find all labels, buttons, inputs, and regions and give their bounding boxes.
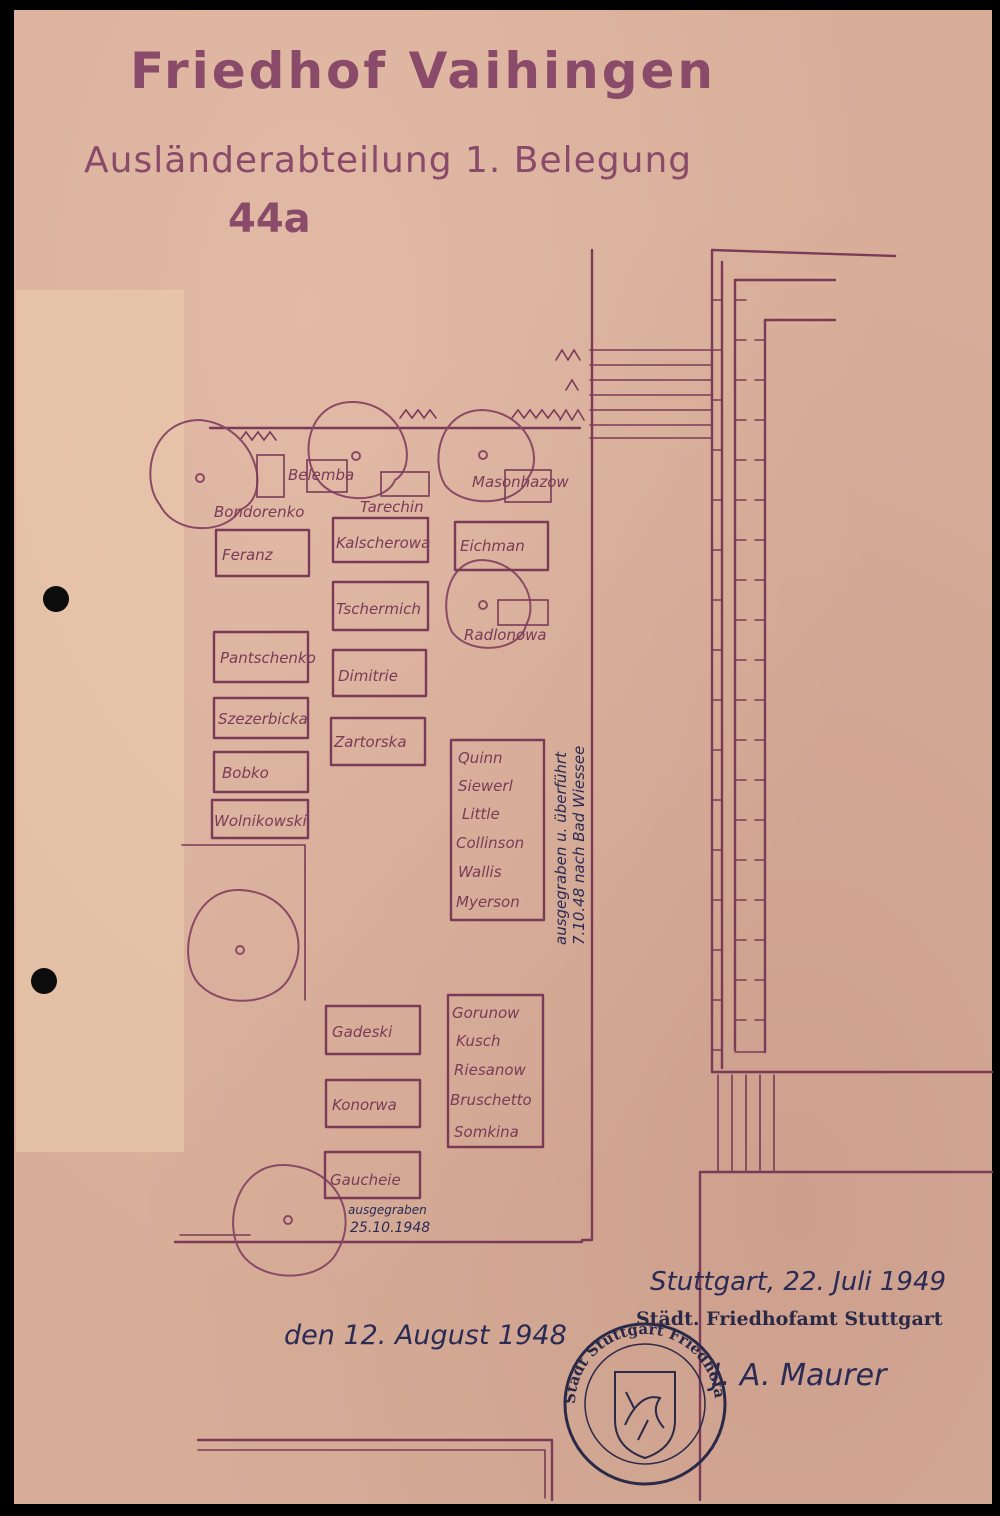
- plan-title: Friedhof Vaihingen: [130, 42, 716, 100]
- punch-hole-bottom: [31, 968, 57, 994]
- grave-plot-middle-9: Gaucheie: [323, 1150, 422, 1200]
- svg-text:Szezerbicka: Szezerbicka: [218, 710, 308, 728]
- svg-text:Kusch: Kusch: [456, 1032, 501, 1050]
- svg-text:Pantschenko: Pantschenko: [220, 649, 316, 667]
- signature-place-date: Stuttgart, 22. Juli 1949: [650, 1267, 946, 1297]
- seal-lettering: Stadt Stuttgart Friedhofamt: [0, 0, 729, 1404]
- grave-plot-left-5: Bobko: [212, 750, 310, 794]
- svg-text:Konorwa: Konorwa: [332, 1096, 397, 1114]
- small-plots: [256, 454, 552, 626]
- office-stamp-text: Städt. Friedhofamt Stuttgart: [636, 1308, 943, 1330]
- tree: [149, 418, 259, 530]
- svg-text:Bruschetto: Bruschetto: [450, 1091, 532, 1109]
- paper-sheet: [14, 10, 992, 1504]
- svg-text:Wolnikowski: Wolnikowski: [214, 812, 307, 830]
- svg-text:Gaucheie: Gaucheie: [330, 1171, 401, 1189]
- punch-hole-top: [43, 586, 69, 612]
- svg-text:Zartorska: Zartorska: [333, 733, 407, 751]
- tape-strip: [16, 290, 184, 1152]
- tree: [445, 558, 532, 649]
- tree: [187, 888, 300, 1002]
- tree: [232, 1163, 347, 1277]
- grave-plot-middle-5: Dimitrie: [331, 648, 428, 698]
- grave-name-right-3: Radlonowa: [464, 626, 547, 644]
- grave-plot-left-2: Feranz: [214, 528, 311, 578]
- grave-name-middle-1: Belemba: [288, 466, 354, 484]
- tree: [307, 400, 408, 500]
- grave-plot-middle-3: Kalscherowa: [331, 516, 430, 564]
- hedge: [239, 348, 585, 442]
- cemetery-wall: [698, 248, 994, 1502]
- svg-text:Little: Little: [462, 805, 500, 823]
- svg-text:Kalscherowa: Kalscherowa: [336, 534, 430, 552]
- svg-text:Bondorenko: Bondorenko: [214, 503, 304, 521]
- svg-text:Wallis: Wallis: [458, 863, 502, 881]
- svg-text:Somkina: Somkina: [454, 1123, 519, 1141]
- svg-text:Dimitrie: Dimitrie: [338, 667, 398, 685]
- document-date: den 12. August 1948: [284, 1320, 567, 1351]
- svg-text:Myerson: Myerson: [456, 893, 520, 911]
- svg-text:Feranz: Feranz: [222, 546, 274, 564]
- svg-text:Siewerl: Siewerl: [458, 777, 514, 795]
- svg-text:Eichman: Eichman: [460, 537, 525, 555]
- svg-text:Collinson: Collinson: [456, 834, 524, 852]
- plan-subtitle: Ausländerabteilung 1. Belegung: [84, 140, 692, 181]
- exhumation-note-date: 25.10.1948: [350, 1220, 430, 1236]
- svg-text:Quinn: Quinn: [458, 749, 503, 767]
- grave-name-right-1: Masonhazow: [472, 473, 569, 491]
- signature: J. A. Maurer: [707, 1358, 888, 1393]
- grave-group-lower: Gorunow Kusch Riesanow Bruschetto Somkin…: [446, 993, 545, 1149]
- svg-text:Bobko: Bobko: [222, 764, 269, 782]
- grave-plot-middle-8: Konorwa: [324, 1078, 422, 1129]
- grave-plot-left-4: Szezerbicka: [212, 696, 310, 740]
- section-number: 44a: [228, 196, 311, 242]
- grave-plot-middle-4: Tschermich: [331, 580, 430, 632]
- svg-text:Gadeski: Gadeski: [332, 1023, 393, 1041]
- grave-plot-right-2: Eichman: [453, 520, 550, 572]
- grave-group-upper: Quinn Siewerl Little Collinson Wallis My…: [449, 738, 546, 922]
- grave-plot-middle-7: Gadeski: [324, 1004, 422, 1056]
- grave-plot-left-6: Wolnikowski: [210, 798, 310, 840]
- exhumation-note-vertical: ausgegraben u. überführt 7.10.48 nach Ba…: [552, 746, 588, 945]
- grave-plot-middle-6: Zartorska: [329, 716, 427, 767]
- plot-outline: [173, 248, 713, 1502]
- svg-text:Tschermich: Tschermich: [336, 600, 421, 618]
- svg-text:Gorunow: Gorunow: [452, 1004, 520, 1022]
- svg-text:Riesanow: Riesanow: [454, 1061, 527, 1079]
- grave-name-middle-2: Tarechin: [360, 498, 424, 516]
- tree: [437, 408, 535, 503]
- grave-plot-left-1: Bondorenko: [214, 503, 304, 521]
- svg-text:ausgegraben u. überführt: ausgegraben u. überführt: [552, 751, 570, 945]
- exhumation-note-label: ausgegraben: [348, 1203, 427, 1217]
- grave-plot-left-3: Pantschenko: [212, 630, 316, 684]
- svg-text:7.10.48 nach Bad Wiessee: 7.10.48 nach Bad Wiessee: [570, 746, 588, 945]
